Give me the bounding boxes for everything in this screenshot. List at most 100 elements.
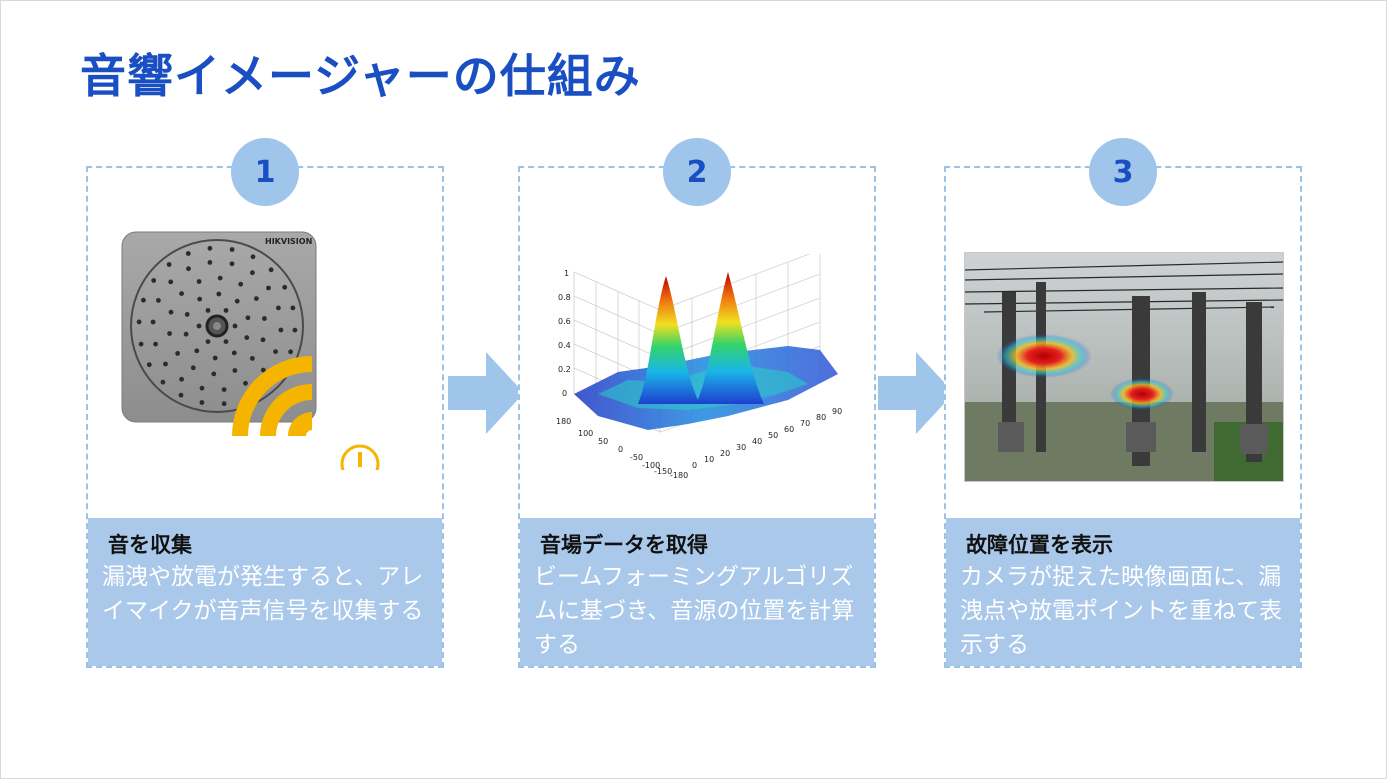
- mic-hole: [273, 349, 278, 354]
- x-tick-label: 80: [816, 413, 826, 422]
- mic-hole: [136, 319, 142, 325]
- mic-hole: [146, 362, 152, 368]
- mic-hole: [199, 385, 205, 391]
- mic-hole: [278, 327, 284, 333]
- mic-hole: [160, 379, 166, 385]
- x-tick-label: 10: [704, 455, 714, 464]
- mic-hole: [250, 356, 255, 361]
- mic-hole: [216, 291, 222, 297]
- arrow-right-icon: [878, 352, 954, 434]
- mic-hole: [178, 392, 184, 398]
- wifi-signal-icon: [232, 356, 312, 436]
- mic-hole: [229, 247, 235, 252]
- mic-hole: [250, 270, 255, 276]
- mic-hole: [168, 279, 174, 285]
- mic-hole: [211, 371, 217, 377]
- mic-hole: [197, 296, 203, 302]
- mic-hole: [266, 285, 271, 291]
- mic-hole: [168, 309, 174, 315]
- x-tick-label: 30: [736, 443, 746, 452]
- mic-hole: [260, 367, 266, 373]
- mic-hole: [221, 401, 227, 407]
- mic-hole: [232, 368, 238, 373]
- y-tick-label: 100: [578, 429, 593, 438]
- mic-hole: [290, 305, 296, 311]
- mic-hole: [260, 337, 266, 343]
- mic-hole: [254, 296, 259, 301]
- mic-hole: [223, 308, 229, 313]
- y-tick-label: 180: [556, 417, 571, 426]
- mic-hole: [229, 261, 235, 267]
- step-number-badge: 2: [663, 138, 731, 206]
- y-tick-label: 50: [598, 437, 608, 446]
- substation-heatmap-image: [964, 252, 1284, 482]
- mic-hole: [138, 341, 144, 347]
- mic-hole: [153, 341, 158, 347]
- mic-hole: [223, 339, 229, 344]
- mic-hole: [232, 323, 238, 329]
- mic-hole: [245, 315, 251, 321]
- step-card-2: 2: [518, 138, 876, 668]
- mic-hole: [150, 319, 156, 325]
- mic-hole: [166, 262, 172, 267]
- x-tick-label: 60: [784, 425, 794, 434]
- mic-hole: [262, 316, 267, 321]
- y-tick-label: -100: [642, 461, 660, 470]
- step-description: 漏洩や放電が発生すると、アレイマイクが音声信号を収集する: [102, 564, 424, 624]
- mic-hole: [167, 331, 172, 336]
- mic-hole: [151, 278, 157, 283]
- y-tick-label: -150: [654, 467, 672, 476]
- mic-hole: [141, 297, 146, 303]
- y-tick-label: -50: [630, 453, 643, 462]
- step-caption: 音場データを取得 ビームフォーミングアルゴリズムに基づき、音源の位置を計算する: [520, 518, 874, 666]
- mic-hole: [243, 380, 248, 386]
- mic-hole: [217, 275, 223, 281]
- sound-field-3d-plot: 0 0.2 0.4 0.6 0.8 1 180 100 50 0 -50 -10…: [556, 254, 842, 480]
- step-description: ビームフォーミングアルゴリズムに基づき、音源の位置を計算する: [534, 564, 855, 658]
- mic-hole: [156, 298, 161, 303]
- step-card-3: 3: [944, 138, 1302, 668]
- mic-hole: [282, 284, 288, 290]
- mic-hole: [185, 251, 191, 256]
- mic-hole: [184, 312, 190, 317]
- mic-hole: [268, 267, 274, 273]
- z-tick-label: 0.8: [558, 293, 571, 302]
- x-tick-label: 40: [752, 437, 762, 446]
- x-tick-label: 90: [832, 407, 842, 416]
- z-tick-label: 1: [564, 269, 569, 278]
- step-title: 音を収集: [108, 533, 192, 557]
- page-title: 音響イメージャーの仕組み: [80, 49, 641, 103]
- mic-hole: [205, 339, 211, 344]
- mic-hole: [212, 355, 218, 361]
- z-tick-label: 0.4: [558, 341, 571, 350]
- mic-hole: [190, 365, 196, 371]
- step-caption: 故障位置を表示 カメラが捉えた映像画面に、漏洩点や放電ポイントを重ねて表示する: [946, 518, 1300, 666]
- mic-hole: [238, 281, 244, 287]
- step-description: カメラが捉えた映像画面に、漏洩点や放電ポイントを重ねて表示する: [960, 564, 1282, 658]
- mic-hole: [179, 291, 184, 296]
- mic-hole: [234, 298, 240, 304]
- mic-hole: [292, 327, 298, 333]
- z-tick-label: 0: [562, 389, 567, 398]
- mic-hole: [244, 335, 250, 340]
- mic-hole: [175, 351, 180, 356]
- step-title: 故障位置を表示: [966, 533, 1113, 557]
- y-tick-label: 0: [618, 445, 623, 454]
- step-number-badge: 3: [1089, 138, 1157, 206]
- step-card-1: 1 HIKVISION 音を収集 漏洩や放電が発生すると、アレイマイク: [86, 138, 444, 668]
- mic-hole: [196, 279, 202, 284]
- arrow-right-icon: [448, 352, 524, 434]
- device-brand-label: HIKVISION: [265, 237, 312, 246]
- step-title: 音場データを取得: [540, 533, 708, 557]
- x-tick-label: 20: [720, 449, 730, 458]
- mic-hole: [288, 349, 293, 355]
- x-tick-label: 0: [692, 461, 697, 470]
- mic-hole: [207, 260, 213, 265]
- step-number-badge: 1: [231, 138, 299, 206]
- step-caption: 音を収集 漏洩や放電が発生すると、アレイマイクが音声信号を収集する: [88, 518, 442, 666]
- mic-hole: [221, 387, 227, 392]
- mic-hole: [199, 400, 205, 405]
- warning-icon: [340, 444, 380, 470]
- x-tick-label: 50: [768, 431, 778, 440]
- mic-hole: [194, 348, 200, 354]
